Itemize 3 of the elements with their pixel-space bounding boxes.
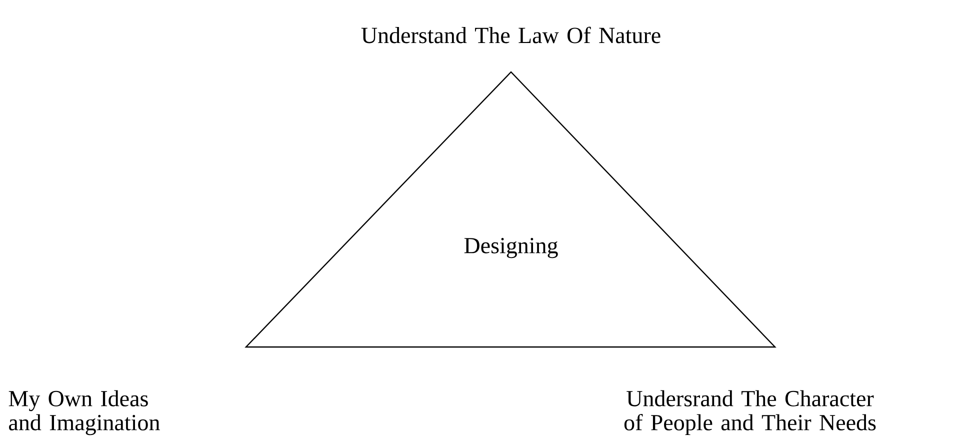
corner-label: My Own Ideas and Imagination xyxy=(8,390,160,436)
corner-label: Undersrand The Character of People and Their Needs xyxy=(624,390,876,436)
corner-label: Understand The Law Of Nature xyxy=(361,26,660,44)
